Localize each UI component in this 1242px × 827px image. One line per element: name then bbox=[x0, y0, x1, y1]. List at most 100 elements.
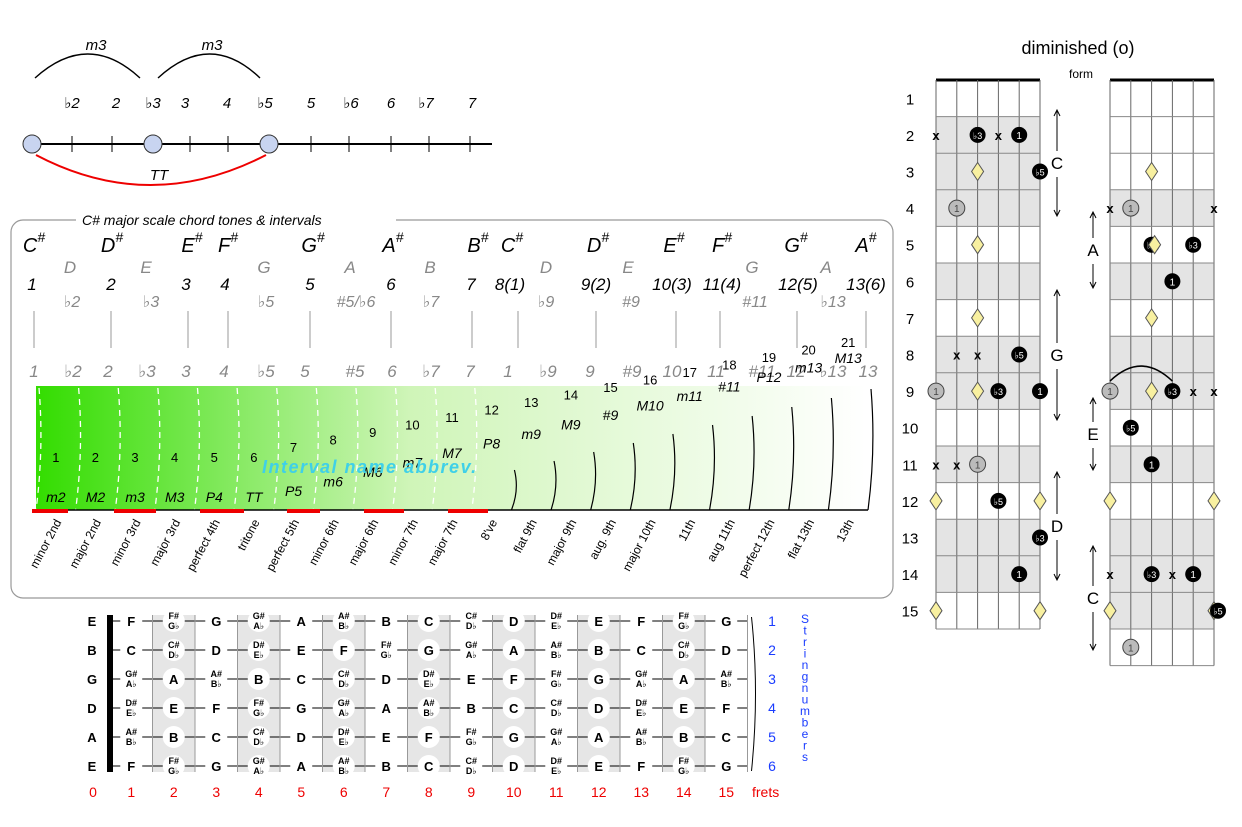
interval-boundary bbox=[114, 387, 121, 511]
note-cell bbox=[332, 668, 355, 690]
mute-marker: x bbox=[953, 457, 961, 472]
note-cell bbox=[460, 755, 483, 777]
scale-row-label: 11 bbox=[707, 362, 725, 381]
note-cell bbox=[460, 697, 483, 719]
scale-row-label: ♭2 bbox=[64, 362, 82, 381]
fret-marker-band bbox=[237, 615, 280, 772]
string-number: 6 bbox=[768, 758, 776, 774]
string-number: 4 bbox=[768, 700, 776, 716]
note-cell bbox=[630, 668, 653, 690]
note-flat: D♭ bbox=[466, 766, 477, 776]
note-cell bbox=[205, 726, 228, 748]
interval-abbrev: m13 bbox=[795, 360, 822, 376]
note-cell bbox=[162, 697, 185, 719]
interval-abbrev: #9 bbox=[603, 407, 619, 423]
note-cell bbox=[587, 697, 610, 719]
dim-fret-label: 12 bbox=[902, 494, 919, 511]
fret-number: 7 bbox=[382, 784, 390, 800]
gray-degree-label: ♭13 bbox=[820, 294, 845, 311]
semitone-number: 1 bbox=[52, 450, 59, 465]
dim-fret-label: 8 bbox=[906, 348, 914, 365]
note-cell bbox=[460, 726, 483, 748]
note-sharp: C# bbox=[253, 727, 265, 737]
note-cell bbox=[587, 668, 610, 690]
sharp-sign: # bbox=[601, 229, 609, 245]
shape-label: A bbox=[1087, 241, 1099, 260]
diamond-marker bbox=[1033, 490, 1047, 511]
degree-label: ♭2 bbox=[64, 95, 80, 112]
scale-row-label: ♭3 bbox=[138, 362, 156, 381]
fret-number: 4 bbox=[255, 784, 263, 800]
note-natural: B bbox=[594, 643, 603, 658]
note-flat: A♭ bbox=[636, 679, 647, 689]
fret-number: 9 bbox=[467, 784, 475, 800]
note-flat: G♭ bbox=[168, 766, 179, 776]
scale-row-label: #9 bbox=[623, 362, 642, 381]
fret-number: 11 bbox=[549, 784, 564, 800]
shape-label: G bbox=[1050, 346, 1063, 365]
note-cell bbox=[332, 726, 355, 748]
scale-row-label: 7 bbox=[465, 362, 475, 381]
note-flat: E♭ bbox=[254, 650, 264, 660]
note-cell bbox=[460, 668, 483, 690]
note-cell bbox=[375, 697, 398, 719]
scale-row-label: 10 bbox=[663, 362, 682, 381]
root-label: 1 bbox=[1037, 387, 1043, 398]
sharp-sign: # bbox=[195, 229, 203, 245]
string-number: 3 bbox=[768, 671, 776, 687]
arrow-head-up bbox=[1053, 288, 1061, 297]
note-cell bbox=[545, 610, 568, 632]
note-cell bbox=[332, 697, 355, 719]
interval-boundary bbox=[708, 424, 716, 511]
note-flat: G♭ bbox=[253, 708, 264, 718]
fret-number: 8 bbox=[425, 784, 433, 800]
gray-root-dot bbox=[1122, 199, 1140, 217]
string-number: 5 bbox=[768, 729, 776, 745]
note-cell bbox=[715, 639, 738, 661]
gray-note-label: A bbox=[343, 258, 355, 277]
scale-row-label: 1 bbox=[29, 362, 38, 381]
mute-marker: x bbox=[932, 128, 940, 143]
note-natural: G bbox=[211, 614, 221, 629]
interval-name: aug 11th bbox=[704, 517, 738, 564]
note-natural: A bbox=[297, 614, 307, 629]
dim-fret-label: 14 bbox=[902, 567, 919, 584]
open-string-label: A bbox=[87, 730, 97, 745]
interval-name: minor 2nd bbox=[27, 517, 64, 571]
mute-marker: x bbox=[953, 348, 961, 363]
note-cell bbox=[290, 610, 313, 632]
string-label-letter: r bbox=[803, 739, 807, 753]
note-natural: A bbox=[594, 730, 604, 745]
note-natural: D bbox=[722, 643, 731, 658]
note-natural: D bbox=[594, 701, 603, 716]
interval-name: flat 9th bbox=[511, 517, 540, 555]
gray-root-label: 1 bbox=[1128, 643, 1134, 654]
root-label: 1 bbox=[1190, 570, 1196, 581]
note-cell bbox=[417, 610, 440, 632]
diamond-marker bbox=[1103, 490, 1117, 511]
diminished-forms: diminished (o) form 12345678910111213141… bbox=[902, 38, 1226, 667]
gray-root-dot bbox=[1122, 638, 1140, 656]
interval-abbrev: M9 bbox=[561, 417, 581, 433]
note-cell bbox=[290, 697, 313, 719]
note-sharp: C# bbox=[465, 756, 477, 766]
note-sharp: D# bbox=[423, 669, 435, 679]
degree-row-label: 4 bbox=[220, 275, 229, 294]
note-cell bbox=[502, 639, 525, 661]
degree-row-label: 1 bbox=[27, 275, 36, 294]
note-cell bbox=[502, 610, 525, 632]
scale-panel-title: C# major scale chord tones & intervals bbox=[82, 212, 322, 228]
gray-note-label: G bbox=[745, 258, 758, 277]
note-sharp: D# bbox=[550, 756, 562, 766]
mute-marker: x bbox=[1210, 201, 1218, 216]
note-cell bbox=[672, 726, 695, 748]
gray-degree-label: ♭5 bbox=[258, 294, 275, 311]
flat3-label: ♭3 bbox=[1168, 387, 1177, 397]
interval-name: 11th bbox=[675, 517, 698, 543]
note-sharp: D# bbox=[338, 727, 350, 737]
arrow-head-down bbox=[1053, 209, 1061, 218]
mute-marker: x bbox=[1190, 384, 1198, 399]
semitone-number: 21 bbox=[841, 335, 855, 350]
interval-name: perfect 12th bbox=[735, 517, 777, 580]
